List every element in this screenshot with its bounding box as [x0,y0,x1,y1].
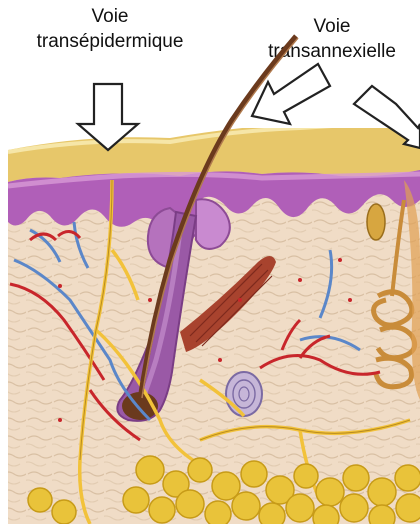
meissner-corpuscle [367,204,385,240]
pacinian-corpuscle [226,372,262,416]
